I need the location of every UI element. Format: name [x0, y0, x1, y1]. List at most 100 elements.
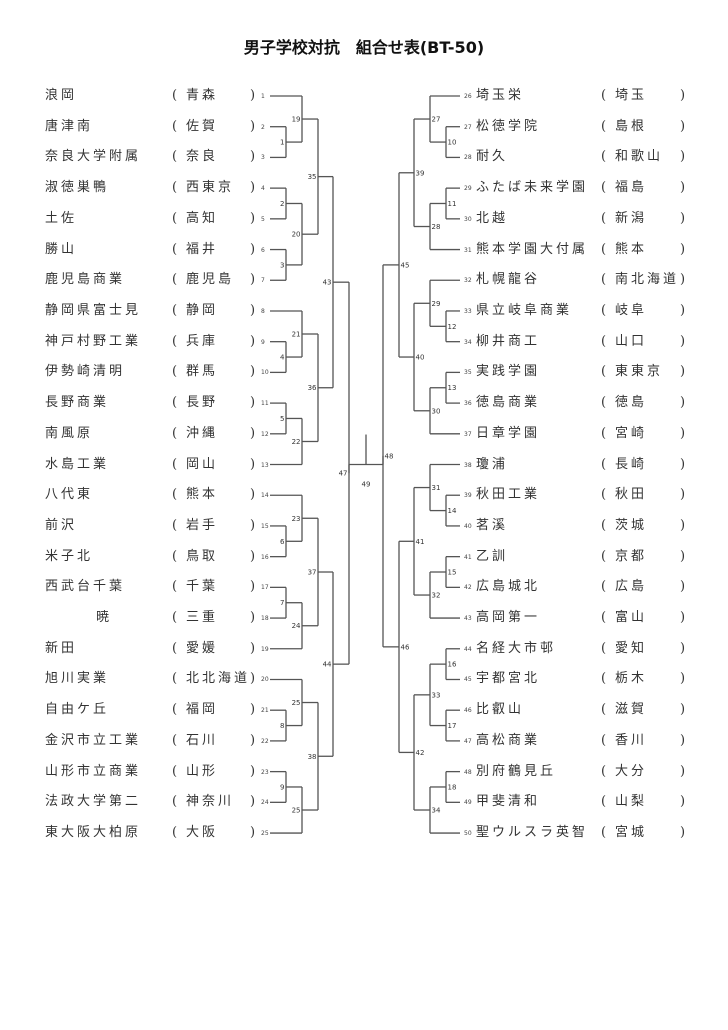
- open-paren: (: [172, 671, 178, 687]
- school-name: 山形市立商業: [45, 763, 142, 779]
- match-number: 17: [448, 722, 457, 730]
- open-paren: (: [601, 302, 607, 318]
- open-paren: (: [172, 395, 178, 411]
- close-paren: ): [250, 395, 256, 411]
- prefecture: 福島: [615, 180, 648, 196]
- school-name: 広島城北: [476, 579, 541, 595]
- seed-number: 8: [261, 307, 265, 315]
- prefecture: 兵庫: [186, 333, 219, 349]
- close-paren: ): [680, 395, 686, 411]
- match-number: 4: [280, 354, 285, 362]
- close-paren: ): [250, 794, 256, 810]
- school-name: 神戸村野工業: [45, 333, 142, 349]
- seed-number: 2: [261, 123, 265, 131]
- match-number: 43: [323, 279, 332, 287]
- school-name: 高松商業: [476, 732, 541, 748]
- seed-number: 32: [464, 277, 472, 285]
- match-number: 13: [448, 384, 457, 392]
- seed-number: 38: [464, 461, 472, 469]
- match-number: 34: [432, 807, 441, 815]
- close-paren: ): [680, 548, 686, 564]
- match-number: 28: [432, 223, 441, 231]
- open-paren: (: [601, 579, 607, 595]
- match-number: 37: [308, 569, 317, 577]
- match-number: 15: [448, 569, 457, 577]
- prefecture: 栃木: [615, 671, 648, 687]
- close-paren: ): [250, 210, 256, 226]
- match-number: 47: [339, 470, 348, 478]
- prefecture: 鳥取: [186, 548, 219, 564]
- match-number: 36: [308, 384, 317, 392]
- prefecture: 広島: [615, 579, 648, 595]
- school-name: 徳島商業: [476, 395, 541, 411]
- school-name: 瓊浦: [476, 456, 509, 472]
- match-number: 49: [362, 481, 371, 489]
- seed-number: 42: [464, 584, 472, 592]
- close-paren: ): [680, 88, 686, 103]
- school-name: 札幌龍谷: [476, 272, 541, 288]
- match-number: 38: [308, 753, 317, 761]
- close-paren: ): [250, 763, 256, 779]
- school-name: ふたば未来学園: [476, 180, 589, 196]
- seed-number: 48: [464, 768, 472, 776]
- prefecture: 愛媛: [186, 640, 219, 656]
- prefecture: 群馬: [186, 364, 219, 380]
- open-paren: (: [601, 548, 607, 564]
- seed-number: 26: [464, 93, 472, 100]
- match-number: 11: [448, 200, 457, 208]
- prefecture: 北北海道: [186, 671, 251, 687]
- school-name: 茗溪: [476, 517, 509, 533]
- open-paren: (: [601, 118, 607, 134]
- match-number: 27: [432, 116, 441, 124]
- school-name: 自由ケ丘: [45, 702, 110, 718]
- school-name: 新田: [45, 640, 78, 656]
- prefecture: 大分: [615, 763, 648, 779]
- match-number: 39: [416, 169, 425, 177]
- seed-number: 5: [261, 215, 265, 223]
- match-number: 21: [292, 331, 301, 339]
- seed-number: 25: [261, 830, 269, 838]
- school-name: 日章学園: [476, 425, 541, 441]
- close-paren: ): [250, 118, 256, 134]
- open-paren: (: [172, 579, 178, 595]
- open-paren: (: [601, 395, 607, 411]
- prefecture: 東東京: [615, 364, 664, 380]
- seed-number: 35: [464, 369, 472, 377]
- close-paren: ): [250, 272, 256, 288]
- prefecture: 山形: [186, 763, 219, 779]
- seed-number: 22: [261, 737, 269, 745]
- open-paren: (: [601, 825, 607, 841]
- match-number: 18: [448, 783, 457, 791]
- close-paren: ): [680, 302, 686, 318]
- close-paren: ): [250, 702, 256, 718]
- school-name: 北越: [476, 210, 509, 226]
- match-number: 25: [292, 699, 301, 707]
- school-name: 旭川実業: [45, 671, 110, 687]
- close-paren: ): [250, 241, 256, 257]
- match-number: 6: [280, 538, 285, 546]
- school-name: 柳井商工: [476, 333, 541, 349]
- close-paren: ): [250, 487, 256, 503]
- prefecture: 秋田: [615, 487, 648, 503]
- seed-number: 21: [261, 707, 269, 715]
- open-paren: (: [601, 210, 607, 226]
